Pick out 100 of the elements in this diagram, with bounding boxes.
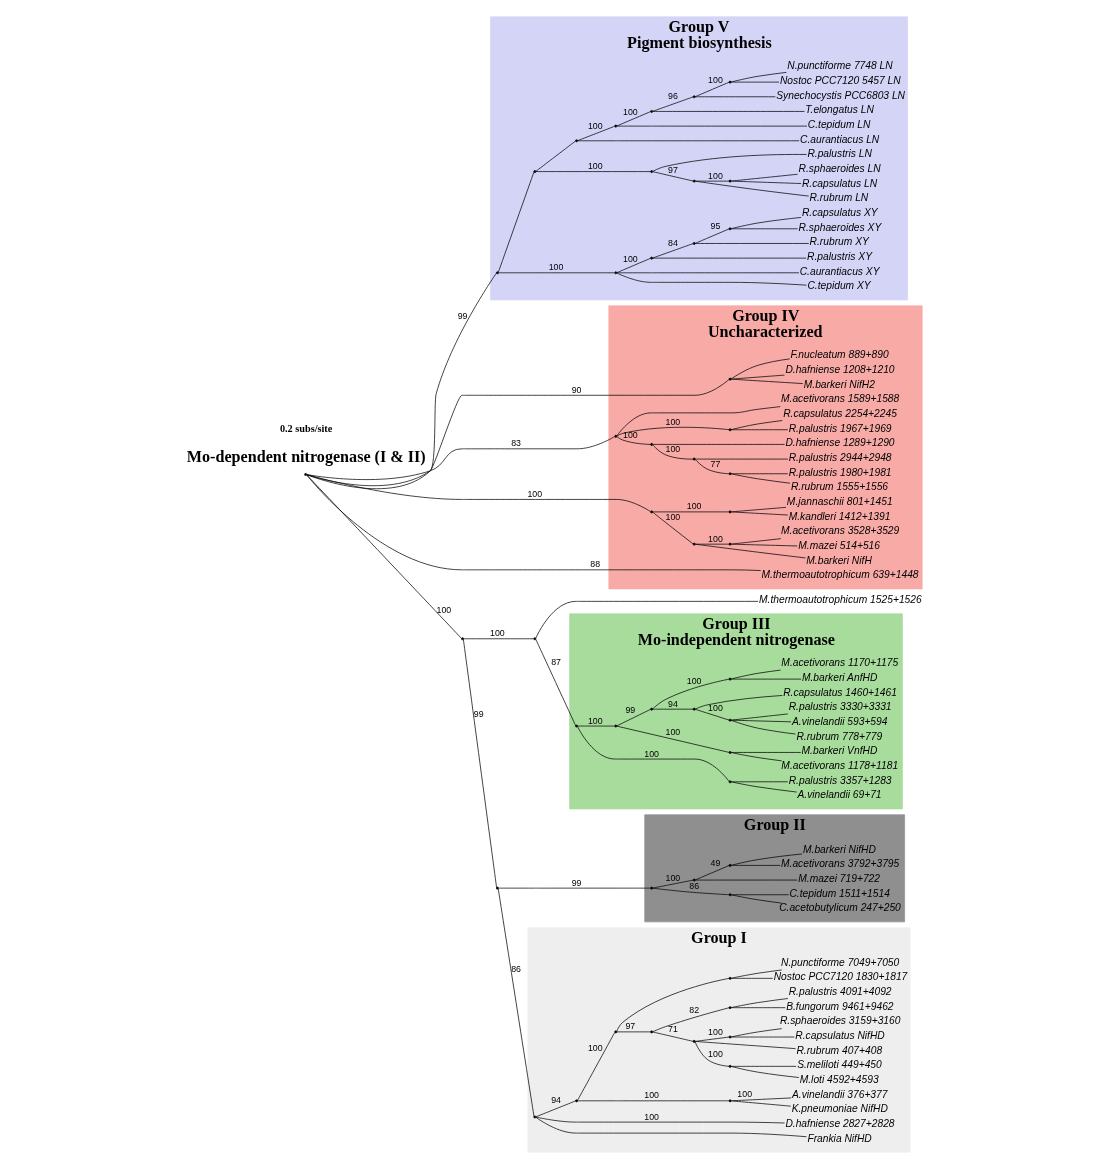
connector — [616, 709, 651, 727]
node-text: R.rubrum XY — [809, 236, 869, 248]
connector — [497, 272, 615, 274]
connector — [730, 865, 781, 866]
edge-label: 100 — [587, 161, 603, 172]
node-text: R.palustris 4091+4092 — [788, 985, 892, 997]
connector — [730, 781, 797, 793]
edge-label: 100 — [665, 872, 680, 883]
node-point — [532, 170, 536, 173]
edge-label: 86 — [510, 964, 521, 975]
connector — [730, 538, 781, 545]
node-text: C.aurantiacus LN — [799, 133, 879, 145]
node-text: R.capsulatus XY — [801, 207, 878, 219]
edge-label: 100 — [622, 253, 638, 264]
connector — [730, 781, 788, 783]
connector — [730, 511, 788, 516]
edge-label: 77 — [710, 458, 720, 469]
node-point — [728, 472, 731, 476]
edge-label: 96 — [667, 91, 678, 102]
node-text: R.capsulatus NifHD — [794, 1030, 885, 1041]
edge-label: 99 — [457, 310, 467, 321]
node-text: Frankia NifHD — [806, 1132, 872, 1144]
connector — [730, 713, 788, 721]
node-point — [574, 139, 578, 143]
node-text: M.mazei 719+722 — [797, 873, 880, 885]
edge-label: 100 — [707, 1049, 723, 1060]
node-point — [728, 542, 731, 546]
node-point — [728, 1035, 731, 1039]
node-text: N.punctiforme 7049+7050 — [780, 956, 899, 968]
connector — [535, 1117, 807, 1138]
node-point — [728, 428, 731, 432]
edge-label: 94 — [550, 1095, 561, 1106]
edge-label: 100 — [707, 170, 723, 181]
node-text: D.hafniense 1208+1210 — [784, 364, 895, 376]
node-point — [692, 95, 696, 99]
edge-label: 100 — [736, 1088, 752, 1099]
connector — [497, 887, 651, 889]
connector — [730, 1066, 799, 1078]
connector — [535, 1116, 785, 1124]
connector — [652, 879, 693, 889]
node-text: D.hafniense 2827+2828 — [784, 1118, 895, 1130]
node-point — [613, 271, 617, 275]
connector — [615, 725, 729, 753]
node-point — [728, 1006, 731, 1010]
connector — [730, 72, 787, 83]
connector — [652, 171, 693, 182]
node-point — [613, 724, 617, 728]
connector — [730, 173, 798, 182]
edge-label: 100 — [686, 501, 702, 512]
node-text: M.barkeri NifH — [805, 554, 872, 566]
connector — [730, 378, 803, 384]
connector — [652, 111, 805, 112]
connector — [652, 257, 806, 259]
node-text: R.rubrum 778+779 — [795, 730, 882, 742]
connector — [730, 1007, 786, 1009]
connector — [730, 1100, 791, 1107]
node-text: R.capsulatus 2254+2245 — [782, 408, 897, 420]
node-point — [692, 242, 696, 245]
connector — [730, 719, 796, 735]
connector — [694, 458, 788, 460]
node-text: B.fungorum 9461+9462 — [785, 1000, 894, 1012]
connector — [730, 81, 779, 83]
connector — [694, 865, 729, 881]
node-text: R.palustris LN — [806, 148, 872, 160]
edge-label: 100 — [665, 511, 680, 522]
node-text: Nostoc PCC7120 1830+1817 — [773, 971, 907, 983]
node-point — [613, 434, 617, 438]
edge-label: 100 — [707, 1027, 723, 1038]
connector — [462, 639, 497, 888]
connector — [576, 125, 615, 141]
connector — [694, 879, 798, 881]
node-text: M.mazei 514+516 — [797, 540, 880, 552]
node-text: Synechocystis PCC6803 LN — [775, 89, 905, 101]
connector — [730, 228, 798, 230]
node-point — [649, 1030, 653, 1034]
connector — [694, 459, 729, 475]
edge-label: 100 — [587, 1043, 603, 1054]
connector — [730, 719, 791, 723]
connector — [651, 444, 693, 460]
edge-label: 90 — [571, 384, 581, 395]
node-point — [460, 637, 464, 641]
node-point — [692, 707, 696, 711]
node-text: A.vinelandii 69+71 — [797, 789, 882, 801]
node-point — [692, 457, 696, 461]
edge-label: 100 — [665, 444, 680, 455]
node-point — [649, 707, 653, 711]
connector — [694, 543, 806, 559]
node-point — [728, 80, 731, 84]
node-text: R.palustris XY — [806, 251, 872, 263]
connector — [730, 1066, 796, 1067]
node-point — [728, 1064, 731, 1068]
connector — [730, 429, 788, 431]
label: Mo-dependent nitrogenase (I & II) — [186, 447, 426, 465]
connector — [730, 894, 789, 896]
connector — [694, 180, 809, 197]
connector — [730, 978, 773, 979]
connector — [694, 228, 729, 244]
connector — [615, 426, 729, 437]
connector — [730, 1028, 782, 1038]
connector — [305, 474, 462, 639]
